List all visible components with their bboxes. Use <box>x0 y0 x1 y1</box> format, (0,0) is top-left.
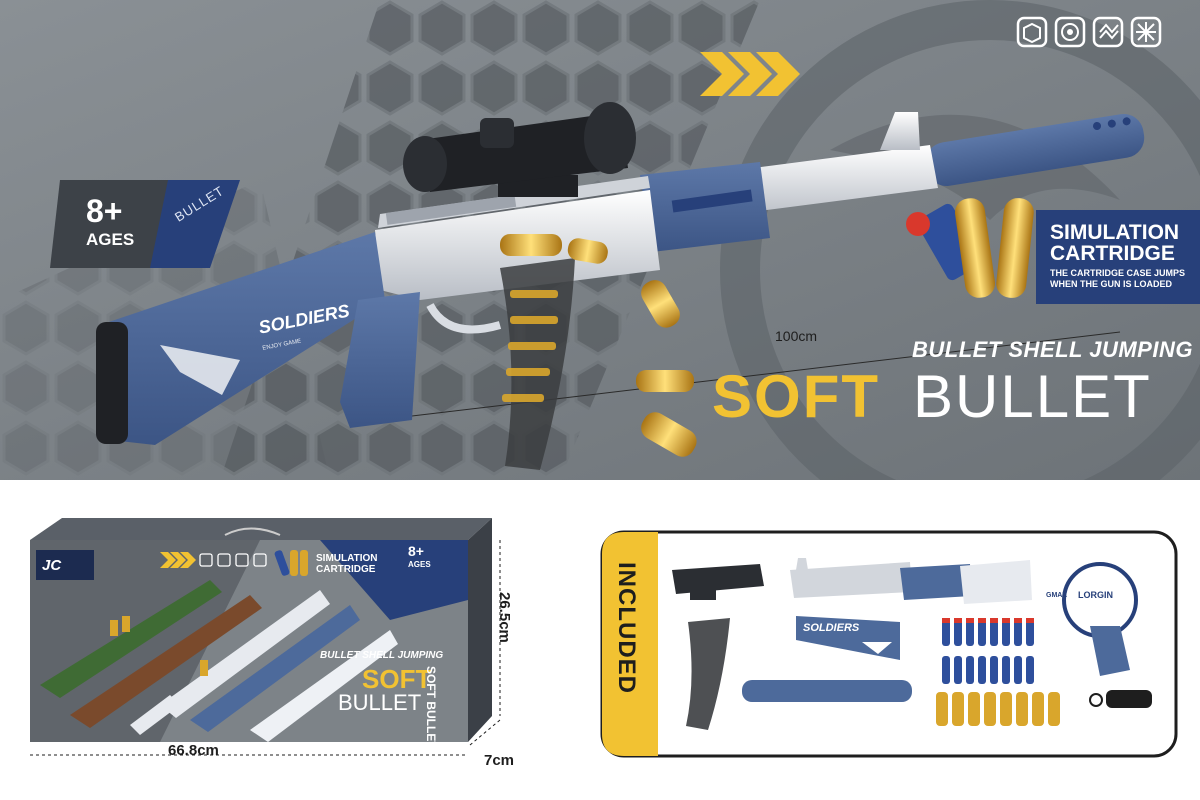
age-label: AGES <box>86 230 135 249</box>
chevron-icon <box>700 52 800 96</box>
part-suppressor <box>742 680 912 702</box>
ejected-shell <box>500 234 562 256</box>
part-grip <box>1062 562 1138 676</box>
box-width-label: 66.8cm <box>168 742 219 759</box>
box-side <box>468 518 492 742</box>
box-depth-label: 7cm <box>484 752 515 769</box>
box-logo-bg <box>36 550 94 580</box>
hero-artwork <box>0 0 1200 480</box>
buttplate <box>96 322 128 444</box>
part-shells <box>936 692 1060 726</box>
soft-title: SOFT <box>712 363 880 430</box>
sim-sub-line1: THE CARTRIDGE CASE JUMPS <box>1050 268 1186 278</box>
included-tab <box>602 532 658 756</box>
receiver-text: GMAX <box>1046 592 1067 599</box>
age-number: 8+ <box>86 193 123 229</box>
sim-title-line1: SIMULATION <box>1050 221 1180 244</box>
box-navy-band <box>320 540 468 620</box>
box-age-number: 8+ <box>408 543 424 559</box>
shell-jumping-title: BULLET SHELL JUMPING <box>912 337 1193 362</box>
part-magazine <box>686 618 730 730</box>
length-label: 100cm <box>775 328 818 344</box>
grip-brand: LORGIN <box>1078 590 1113 600</box>
part-strap <box>1089 690 1152 708</box>
scope-body <box>420 112 628 192</box>
box-shell-jumping: BULLET SHELL JUMPING <box>320 650 444 661</box>
stock <box>98 232 385 445</box>
box-age-label: AGES <box>408 560 431 569</box>
feature-icons <box>1016 16 1162 48</box>
toy-rifle <box>96 102 1145 470</box>
included-parts-panel: INCLUDED SOLDIERS LORGIN GMAX <box>600 530 1180 760</box>
sim-title-line2: CARTRIDGE <box>1050 242 1175 265</box>
box-side-label: SOFT BULLET <box>424 666 438 749</box>
shield-icon <box>1092 16 1124 48</box>
cube-icon <box>1016 16 1048 48</box>
included-label: INCLUDED <box>613 562 640 694</box>
box-sim-title2: CARTRIDGE <box>316 564 376 575</box>
sim-banner-bg <box>1036 210 1200 304</box>
box-bullet: BULLET <box>338 690 422 715</box>
stock-brand: SOLDIERS <box>803 622 860 634</box>
part-scope <box>672 564 764 600</box>
box-artwork <box>30 518 501 756</box>
bullet-tag-bg <box>150 180 240 268</box>
magazine <box>500 258 575 470</box>
box-sim-title1: SIMULATION <box>316 553 378 564</box>
trigger-guard <box>426 302 502 334</box>
front-sight <box>880 112 920 150</box>
sim-sub-line2: WHEN THE GUN IS LOADED <box>1050 279 1173 289</box>
bullet-title: BULLET <box>913 363 1152 430</box>
suppressor <box>925 113 1145 187</box>
emblem-ring <box>720 0 1200 480</box>
cartridge-illustration <box>906 198 1034 298</box>
part-rifle-body <box>790 558 1032 604</box>
box-logo: JC <box>42 557 62 574</box>
box-soft: SOFT <box>362 664 432 694</box>
depth-dimension-line <box>469 719 501 746</box>
box-guns <box>40 580 398 742</box>
packaging-box-view: JC SIMULATION CARTRIDGE 8+ AGES BULLET S… <box>0 480 580 800</box>
hero-banner: 8+ AGES BULLET SIMULATION CARTRIDGE THE … <box>0 0 1200 480</box>
pistol-grip <box>340 292 420 428</box>
target-icon <box>1054 16 1086 48</box>
scope-eyepiece <box>403 136 447 192</box>
mesh-icon <box>1130 16 1162 48</box>
included-artwork <box>600 530 1178 758</box>
part-darts <box>942 618 1034 684</box>
box-height-label: 26.5cm <box>496 592 513 643</box>
